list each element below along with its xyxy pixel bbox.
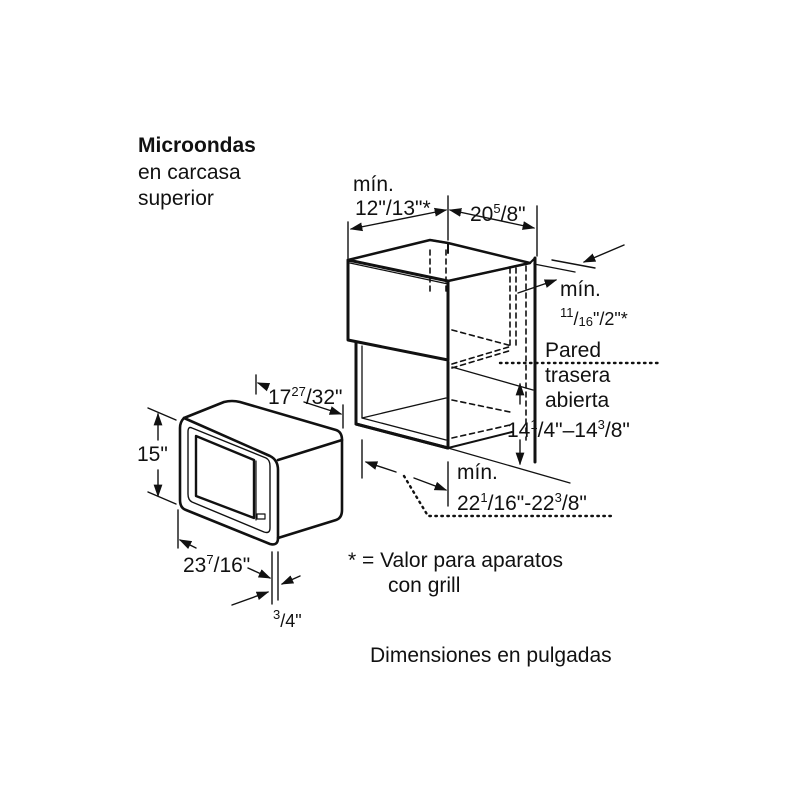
footnote-line2: con grill	[388, 574, 461, 597]
depth-min-label: mín.	[457, 461, 498, 484]
diagram-subtitle-line1: en carcasa	[138, 161, 241, 184]
microwave-depth-dimension: 1727/32"	[268, 384, 343, 409]
side-gap-dimension: 11/16"/2"*	[560, 305, 628, 329]
microwave-height-dimension: 15"	[137, 443, 168, 466]
top-right-dimension: 205/8"	[470, 201, 526, 226]
microwave-drawing	[178, 399, 344, 546]
diagram-subtitle-line2: superior	[138, 187, 214, 210]
rear-wall-label-line2: trasera	[545, 364, 611, 387]
frame-thickness-dimension: 3/4"	[273, 607, 302, 631]
microwave-width-dimension: 237/16"	[183, 552, 251, 577]
diagram-title: Microondas	[138, 134, 256, 157]
top-left-dimension: 12"/13"*	[355, 197, 431, 220]
opening-height-dimension: 141/4"–143/8"	[507, 417, 630, 442]
rear-wall-label-line1: Pared	[545, 339, 602, 362]
depth-dimension: 221/16"-223/8"	[457, 490, 587, 515]
units-note: Dimensiones en pulgadas	[370, 644, 612, 667]
side-min-label: mín.	[560, 278, 601, 301]
top-min-label: mín.	[353, 173, 394, 196]
rear-wall-label-line3: abierta	[545, 389, 610, 412]
footnote-line1: * = Valor para aparatos	[348, 549, 563, 572]
cabinet-drawing	[346, 238, 571, 484]
